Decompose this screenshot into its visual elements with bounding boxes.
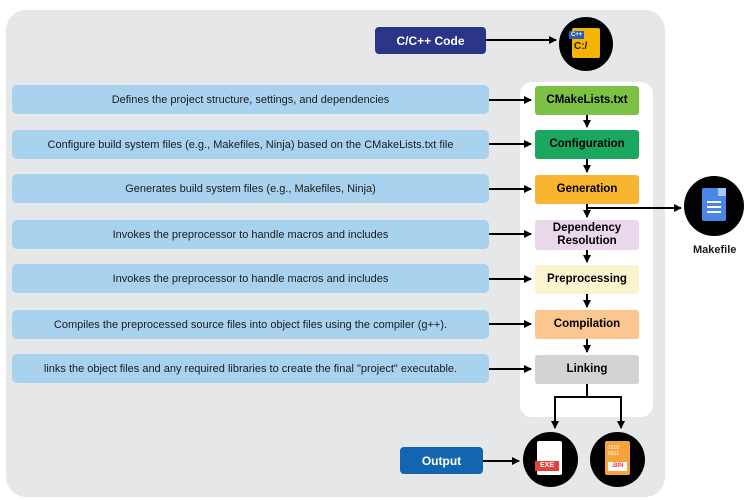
cpp-glyph: C:/ bbox=[574, 41, 588, 52]
bin-badge: .BIN bbox=[608, 462, 627, 471]
cpp-tag: C++ bbox=[569, 31, 585, 39]
exe-badge: EXE bbox=[535, 461, 559, 471]
step-description-text: Defines the project structure, settings,… bbox=[111, 93, 390, 106]
step-label: Generation bbox=[556, 183, 618, 195]
cpp-file-icon: C++ C:/ bbox=[559, 17, 613, 71]
cpp-file-badge: C++ C:/ bbox=[569, 28, 600, 58]
step-description-text: Generates build system files (e.g., Make… bbox=[125, 182, 376, 195]
step-label: Preprocessing bbox=[547, 273, 627, 285]
step-label: Configuration bbox=[549, 138, 625, 150]
step-description: Generates build system files (e.g., Make… bbox=[12, 174, 489, 203]
step-description-text: links the object files and any required … bbox=[43, 362, 458, 375]
bin-page: 1010 0011 .BIN bbox=[605, 441, 630, 475]
step-label: CMakeLists.txt bbox=[546, 94, 628, 106]
step-configuration: Configuration bbox=[535, 130, 639, 159]
step-description-text: Invokes the preprocessor to handle macro… bbox=[112, 228, 389, 241]
bin-digits: 1010 0011 bbox=[608, 445, 620, 457]
step-compilation: Compilation bbox=[535, 310, 639, 339]
step-description: links the object files and any required … bbox=[12, 354, 489, 383]
exe-page: EXE bbox=[535, 441, 562, 475]
source-code-node: C/C++ Code bbox=[375, 27, 486, 54]
makefile-label: Makefile bbox=[693, 244, 737, 256]
step-dependency-resolution: Dependency Resolution bbox=[535, 220, 639, 250]
step-description: Compiles the preprocessed source files i… bbox=[12, 310, 489, 339]
source-code-label: C/C++ Code bbox=[396, 33, 465, 48]
text-line bbox=[707, 206, 721, 208]
step-description-text: Compiles the preprocessed source files i… bbox=[53, 318, 448, 331]
page-fold bbox=[718, 188, 726, 196]
text-line bbox=[707, 201, 721, 203]
bin-file-icon: 1010 0011 .BIN bbox=[590, 432, 645, 487]
step-description: Defines the project structure, settings,… bbox=[12, 85, 489, 114]
step-label: Linking bbox=[566, 363, 608, 375]
step-preprocessing: Preprocessing bbox=[535, 265, 639, 294]
step-generation: Generation bbox=[535, 175, 639, 204]
arrow-generation-to-makefile bbox=[586, 204, 682, 212]
step-linking: Linking bbox=[535, 355, 639, 384]
document-icon bbox=[702, 188, 726, 221]
text-line bbox=[707, 211, 721, 213]
makefile-icon bbox=[684, 176, 744, 236]
step-description-text: Invokes the preprocessor to handle macro… bbox=[112, 272, 389, 285]
step-description: Invokes the preprocessor to handle macro… bbox=[12, 264, 489, 293]
step-label: Compilation bbox=[553, 318, 621, 330]
step-description: Configure build system files (e.g., Make… bbox=[12, 130, 489, 159]
exe-file-icon: EXE bbox=[523, 432, 578, 487]
output-label: Output bbox=[421, 453, 462, 468]
step-cmakelists: CMakeLists.txt bbox=[535, 86, 639, 115]
output-node: Output bbox=[400, 447, 483, 474]
step-label: Dependency Resolution bbox=[552, 222, 622, 247]
step-description-text: Configure build system files (e.g., Make… bbox=[47, 138, 454, 151]
step-description: Invokes the preprocessor to handle macro… bbox=[12, 220, 489, 249]
